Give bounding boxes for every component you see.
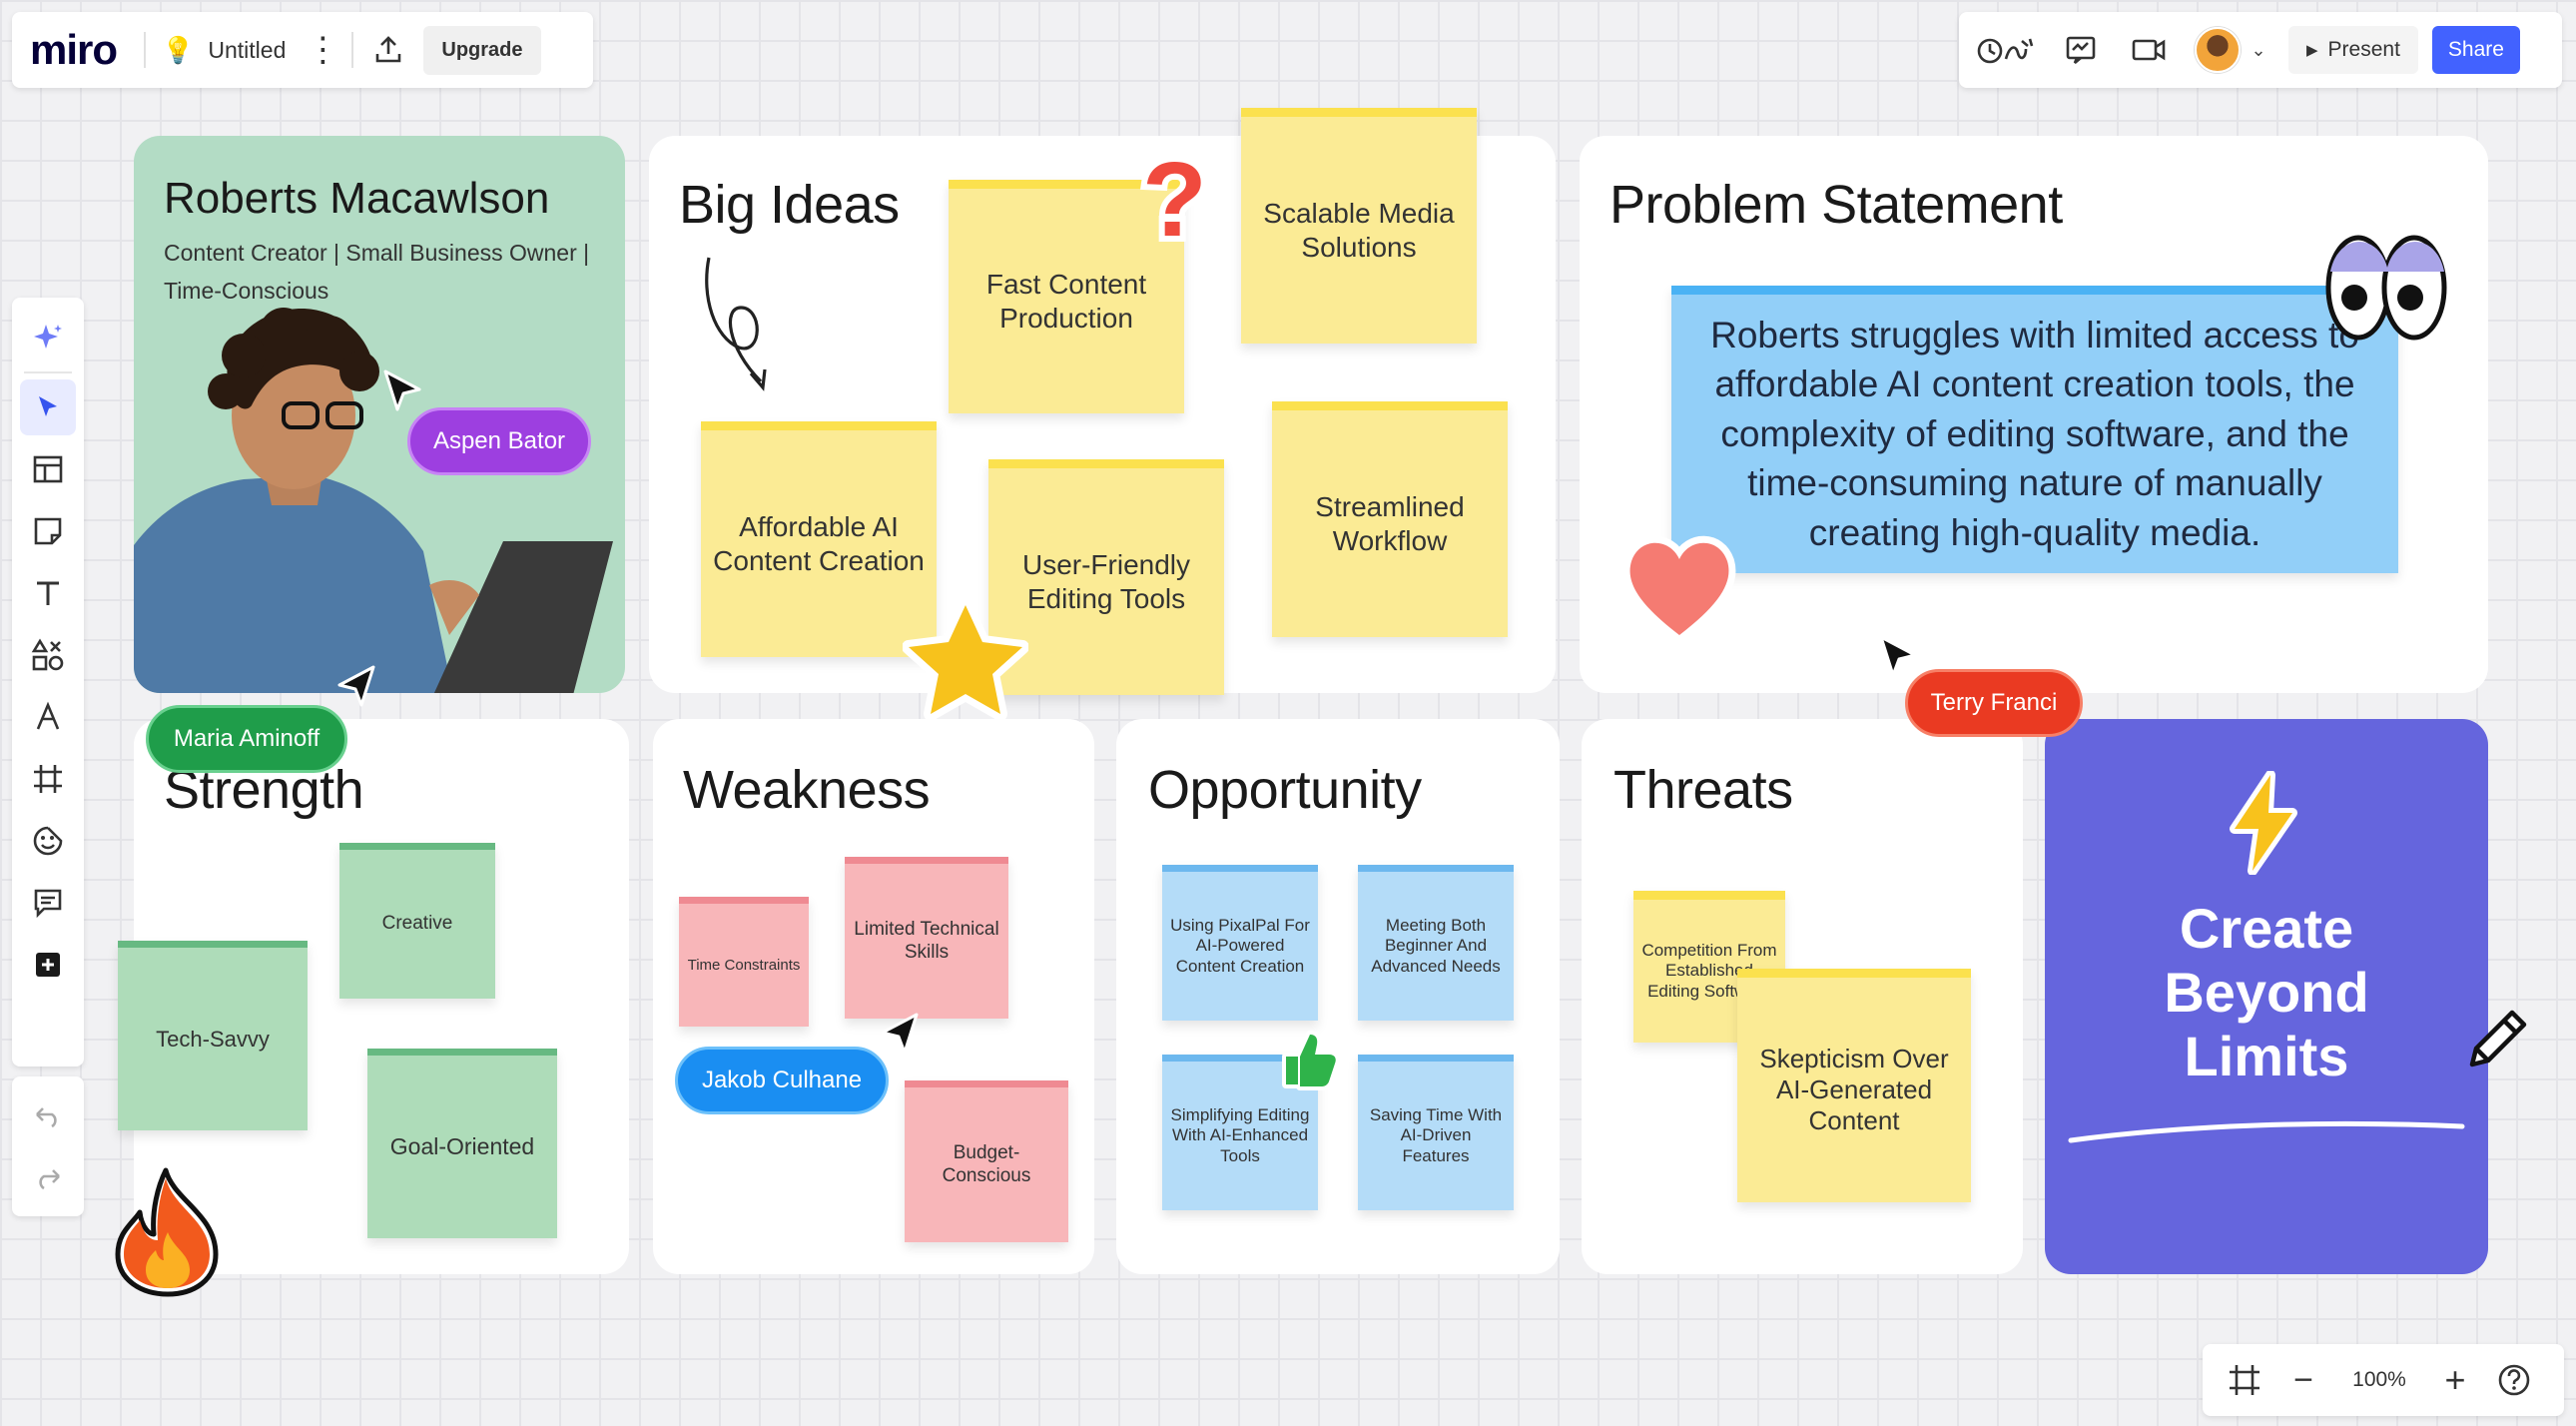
lightbulb-icon: 💡 [162,34,195,65]
weakness-note[interactable]: Time Constraints [679,897,809,1027]
comment-tool-icon[interactable] [20,875,76,931]
templates-icon[interactable] [20,441,76,497]
collaborator-tag-aspen: Aspen Bator [407,407,591,475]
create-beyond-limits-panel[interactable]: Create Beyond Limits [2045,719,2527,1274]
stickers-icon[interactable] [20,813,76,869]
idea-note[interactable]: Streamlined Workflow [1272,401,1508,637]
zoom-out-icon[interactable]: − [2293,1360,2313,1399]
select-tool-icon[interactable] [20,379,76,435]
idea-note[interactable]: Fast Content Production [949,180,1184,413]
googly-eyes-sticker [2325,235,2447,341]
collaborator-tag-terry: Terry Franci [1905,669,2083,737]
add-more-icon[interactable] [20,937,76,993]
cta-text: Create Beyond Limits [2164,897,2369,1087]
weakness-note[interactable]: Budget-Conscious [905,1080,1068,1242]
eyes-sticker [1326,0,1327,1]
collaboration-bar: ⌄ ▶ Present Share [1959,12,2562,88]
heart-sticker [1622,535,1736,642]
collaborator-tag-maria: Maria Aminoff [146,705,347,773]
problem-statement-title: Problem Statement [1610,175,2063,235]
play-icon: ▶ [2306,42,2318,59]
board-name[interactable]: Untitled [208,36,287,63]
threat-note[interactable]: Skepticism Over AI-Generated Content [1737,969,1971,1202]
thumbs-up-sticker [1282,1031,1338,1090]
ai-sparkle-icon[interactable] [20,310,76,365]
svg-text:?: ? [1142,141,1207,250]
sticky-note-icon[interactable] [20,503,76,559]
cursor-pointer-icon [881,1013,919,1055]
share-button[interactable]: Share [2431,26,2520,74]
divider [351,32,354,68]
persona-roles: Content Creator | Small Business Owner | [164,240,590,266]
underline-stroke [2068,1120,2465,1143]
persona-photo [134,308,613,693]
pencil-sticker [2469,1010,2527,1068]
text-tool-icon[interactable] [20,565,76,621]
strength-note[interactable]: Tech-Savvy [118,941,308,1130]
lightning-icon [2230,771,2297,875]
left-toolbar [12,298,84,1067]
divider [24,371,72,373]
cursor-pointer-icon [337,665,375,707]
idea-note[interactable]: User-Friendly Editing Tools [988,459,1224,695]
chevron-down-icon[interactable]: ⌄ [2251,39,2266,60]
reactions-icon[interactable] [1971,33,2047,67]
opportunity-note[interactable]: Simplifying Editing With AI-Enhanced Too… [1162,1055,1318,1210]
export-icon[interactable] [365,34,411,66]
collaborator-tag-jakob: Jakob Culhane [675,1047,889,1114]
board-header: miro 💡 Untitled ⋮ Upgrade [12,12,593,88]
history-toolbar [12,1076,84,1216]
present-button[interactable]: ▶ Present [2288,26,2418,74]
opportunity-note[interactable]: Using PixalPal For AI-Powered Content Cr… [1162,865,1318,1021]
opportunity-note[interactable]: Saving Time With AI-Driven Features [1358,1055,1514,1210]
weakness-title: Weakness [683,760,931,820]
strength-note[interactable]: Goal-Oriented [367,1049,557,1238]
problem-statement-note[interactable]: Roberts struggles with limited access to… [1671,286,2398,573]
weakness-note[interactable]: Limited Technical Skills [845,857,1008,1019]
video-call-icon[interactable] [2115,36,2183,64]
redo-icon[interactable] [20,1150,76,1206]
persona-name: Roberts Macawlson [164,174,550,223]
miro-logo[interactable]: miro [30,26,118,73]
fire-sticker [115,1167,219,1297]
star-sticker [903,599,1028,721]
fit-to-screen-icon[interactable] [2217,1363,2272,1397]
zoom-controls: − 100% + [2203,1344,2564,1416]
comments-icon[interactable] [2047,35,2115,65]
idea-note[interactable]: Affordable AI Content Creation [701,421,937,657]
shapes-icon[interactable] [20,627,76,683]
upgrade-button[interactable]: Upgrade [423,25,541,75]
squiggle-arrow [705,257,767,391]
opportunity-note[interactable]: Meeting Both Beginner And Advanced Needs [1358,865,1514,1021]
svg-text:?: ? [1142,141,1207,250]
persona-trait: Time-Conscious [164,278,329,304]
cursor-pointer-icon [383,369,421,411]
zoom-in-icon[interactable]: + [2444,1359,2466,1400]
divider [144,32,146,68]
present-label: Present [2327,38,2400,61]
frame-tool-icon[interactable] [20,751,76,807]
big-ideas-title: Big Ideas [679,175,900,235]
question-mark-sticker: ? ? [1136,140,1213,250]
persona-card[interactable]: Roberts Macawlson Content Creator | Smal… [134,136,625,693]
cursor-pointer-icon [1879,635,1917,677]
help-icon[interactable] [2486,1363,2542,1397]
idea-note[interactable]: Scalable Media Solutions [1241,108,1477,344]
more-options-icon[interactable]: ⋮ [306,31,340,69]
opportunity-title: Opportunity [1148,760,1422,820]
user-avatar[interactable] [2195,27,2241,73]
pen-tool-icon[interactable] [20,689,76,745]
strength-note[interactable]: Creative [339,843,495,999]
zoom-level[interactable]: 100% [2352,1368,2406,1391]
threats-title: Threats [1613,760,1793,820]
undo-icon[interactable] [20,1088,76,1144]
